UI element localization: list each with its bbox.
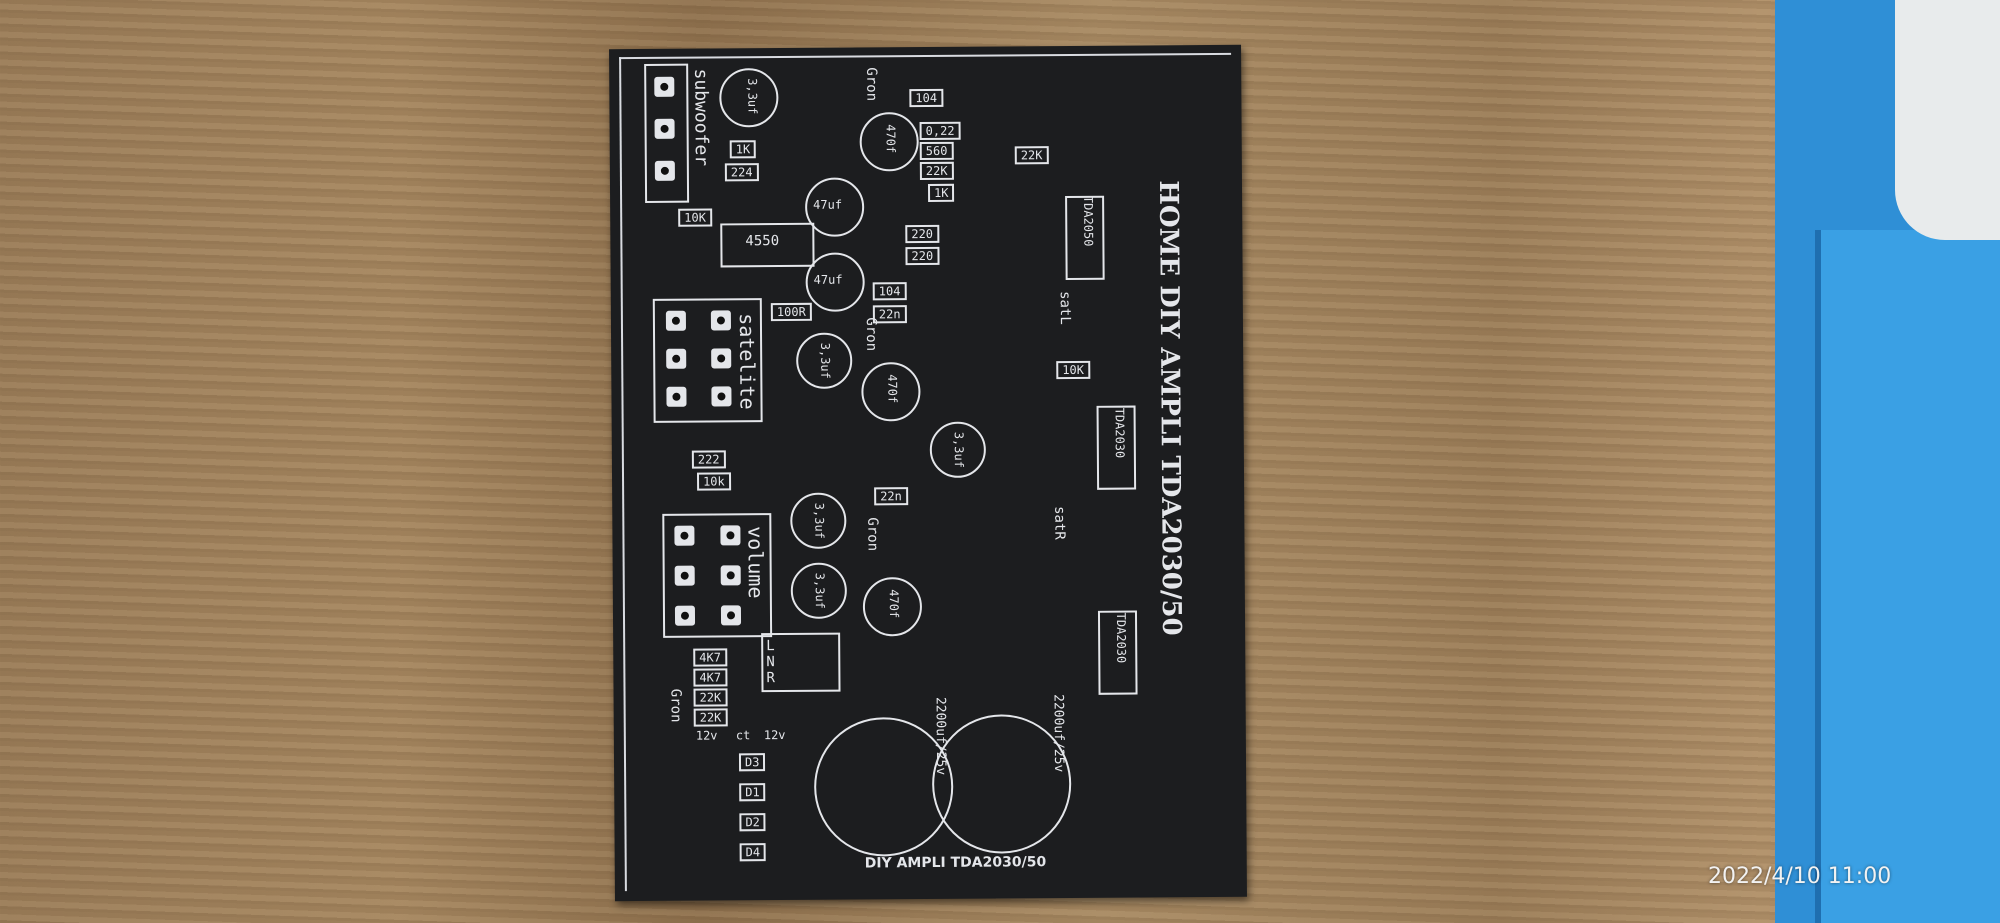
capacitor: 3,3uf (790, 562, 848, 619)
diode: D4 (739, 843, 767, 862)
l-label: L (766, 638, 775, 655)
container (1895, 0, 2000, 240)
capacitor: 3,3uf (796, 332, 853, 389)
satelite-label: satelite (734, 313, 760, 410)
satl-label: satL (1056, 290, 1073, 325)
tda2030-label-1: TDA2030 (1112, 407, 1127, 459)
r-label: R (766, 670, 775, 687)
resistor: 0,22 (919, 121, 961, 141)
resistor: 100R (770, 302, 812, 322)
power-12v-label: 12v (695, 728, 718, 743)
capacitor: 3,3uf (790, 492, 847, 549)
gron-label-4: Gron (667, 688, 684, 723)
pcb-board: HOME DIY AMPLI TDA2030/50 DIY AMPLI TDA2… (609, 44, 1247, 902)
resistor: 22K (693, 708, 728, 727)
capacitor: 47uf (804, 177, 865, 237)
board-title: HOME DIY AMPLI TDA2030/50 (1152, 180, 1187, 636)
resistor: 22K (693, 688, 728, 707)
resistor: 220 (905, 246, 940, 266)
board-footer: DIY AMPLI TDA2030/50 (864, 854, 1047, 872)
n-label: N (766, 654, 775, 671)
tda2030-label-2: TDA2030 (1113, 612, 1129, 664)
resistor: 4K7 (693, 668, 728, 687)
diode: D3 (738, 753, 766, 772)
volume-label: volume (743, 526, 768, 599)
photo-timestamp: 2022/4/10 11:00 (1708, 864, 1892, 889)
resistor: 1K (927, 183, 955, 202)
resistor: 104 (872, 282, 907, 301)
tda2050-label: TDA2050 (1081, 195, 1096, 247)
gron-label-1: Gron (863, 67, 880, 102)
resistor: 10K (678, 208, 712, 227)
resistor: 22n (874, 487, 908, 506)
power-ct-label: ct (735, 728, 751, 743)
resistor: 560 (919, 141, 954, 161)
resistor: 4K7 (693, 648, 728, 667)
capacitor: 470f (861, 362, 921, 422)
big-cap-label-2: 2200uf/25v (1050, 694, 1067, 773)
capacitor: 47uf (805, 252, 865, 312)
capacitor: 3,3uf (929, 421, 987, 478)
satr-label: satR (1051, 506, 1068, 540)
blue-tray (1775, 0, 2000, 923)
diode: D2 (739, 813, 766, 832)
opamp-label: 4550 (745, 233, 780, 250)
resistor: 10k (696, 472, 731, 491)
resistor: 1K (729, 140, 757, 159)
resistor: 104 (909, 88, 944, 108)
capacitor: 3,3uf (719, 68, 779, 128)
resistor: 10K (1056, 360, 1091, 380)
capacitor: 470f (859, 112, 919, 172)
resistor: 22K (1014, 146, 1049, 165)
diode: D1 (739, 783, 766, 802)
resistor: 22K (919, 161, 954, 181)
resistor: 224 (724, 163, 759, 182)
power-12v-label-2: 12v (763, 728, 786, 743)
gron-label-3: Gron (864, 517, 881, 552)
capacitor: 470f (862, 577, 923, 637)
resistor: 220 (905, 224, 940, 244)
resistor: 22n (872, 305, 907, 324)
resistor: 222 (691, 450, 726, 469)
subwoofer-label: subwoofer (690, 68, 712, 167)
